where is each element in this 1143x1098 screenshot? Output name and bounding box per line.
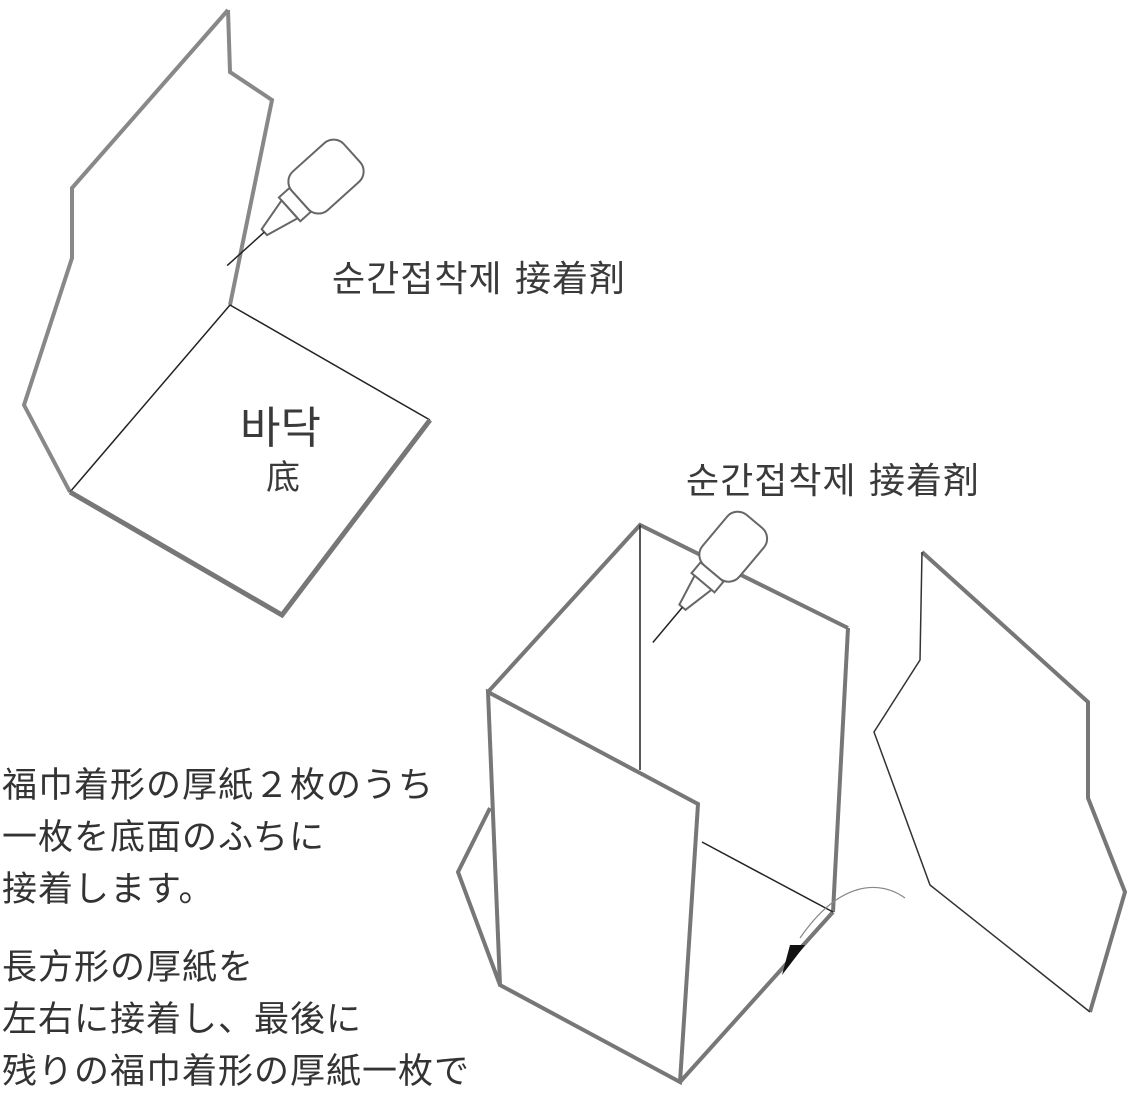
instruction-line: 長方形の厚紙を bbox=[2, 948, 255, 988]
glue-bottle-icon bbox=[226, 138, 365, 267]
instruction-line: 福巾着形の厚紙２枚のうち bbox=[2, 766, 435, 806]
bag-shaped-panel-right bbox=[873, 550, 1128, 1013]
instruction-line: 左右に接着し、最後に bbox=[2, 1000, 363, 1040]
instruction-line: 一枚を底面のふちに bbox=[2, 818, 325, 858]
assembled-box bbox=[455, 522, 906, 1086]
glue-bottle-icon bbox=[652, 510, 769, 643]
instruction-line: 残りの福巾着形の厚紙一枚で bbox=[2, 1052, 471, 1092]
base-panel bbox=[68, 304, 432, 619]
bag-shaped-panel-left bbox=[21, 8, 275, 493]
arrow-icon bbox=[782, 945, 805, 975]
glue-label-bottom: 순간접착제 接着剤 bbox=[686, 461, 981, 502]
base-label-korean: 바닥 bbox=[240, 403, 321, 454]
glue-label-top: 순간접착제 接着剤 bbox=[332, 259, 627, 300]
base-label-japanese: 底 bbox=[266, 458, 300, 498]
instruction-text: 福巾着形の厚紙２枚のうち 一枚を底面のふちに 接着します。 長方形の厚紙を 左右… bbox=[2, 760, 470, 1098]
instruction-line: 接着します。 bbox=[2, 870, 215, 910]
